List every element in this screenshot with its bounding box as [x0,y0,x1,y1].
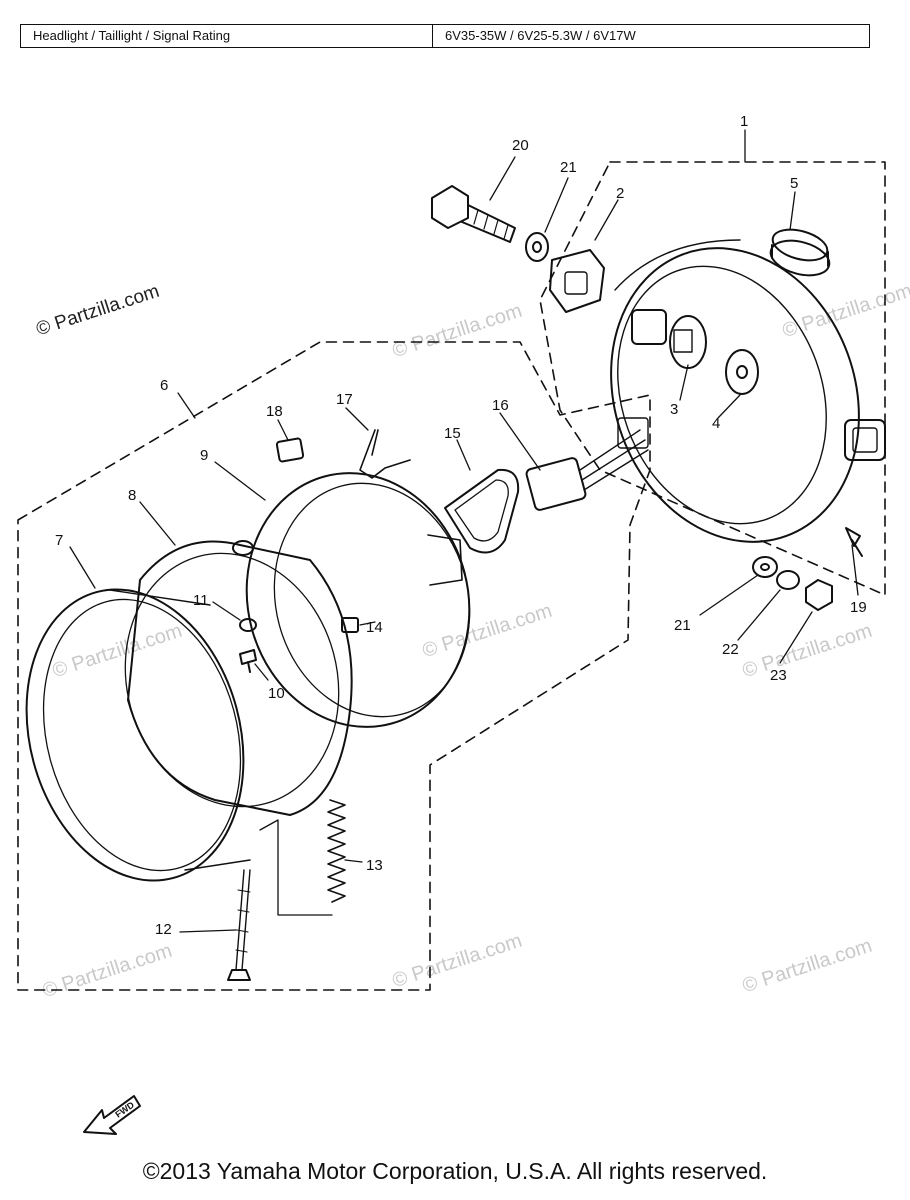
lock-washer-22 [776,570,800,590]
headlight-rim-7 [25,588,251,882]
clip-14 [341,617,359,633]
callout-21-bottom: 21 [674,617,691,634]
spring-clip-17 [359,429,411,479]
callout-2: 2 [616,185,624,202]
callout-17: 17 [336,391,353,408]
plate-18 [275,437,305,463]
callout-14: 14 [366,619,383,636]
callout-3: 3 [670,401,678,418]
callout-8: 8 [128,487,136,504]
spec-label: Headlight / Taillight / Signal Rating [21,25,433,47]
leader-lines [69,129,859,933]
headlight-rim-8 [124,540,353,816]
callout-18: 18 [266,403,283,420]
callout-9: 9 [200,447,208,464]
spring-guide-bracket [259,819,333,916]
callout-16: 16 [492,397,509,414]
callout-13: 13 [366,857,383,874]
callout-5: 5 [790,175,798,192]
callout-23: 23 [770,667,787,684]
callout-labels: 1 2 3 4 5 6 7 8 9 10 11 12 13 14 15 16 1… [55,113,867,938]
nut-23 [805,579,833,611]
callout-6: 6 [160,377,168,394]
callout-15: 15 [444,425,461,442]
copyright-notice: ©2013 Yamaha Motor Corporation, U.S.A. A… [142,1158,768,1184]
bolt-20 [431,185,516,243]
sealed-beam-unit-9 [245,472,471,728]
assembly-6-outline [17,341,651,991]
headlight-exploded-diagram: 1 2 3 4 5 6 7 8 9 10 11 12 13 14 15 16 1… [17,113,886,991]
callout-22: 22 [722,641,739,658]
callout-1: 1 [740,113,748,130]
spring-13 [327,799,346,903]
screw-11 [239,618,257,632]
callout-21-top: 21 [560,159,577,176]
connector-16 [525,417,649,511]
callout-12: 12 [155,921,172,938]
callout-20: 20 [512,137,529,154]
callout-10: 10 [268,685,285,702]
callout-4: 4 [712,415,720,432]
callout-11: 11 [193,592,209,609]
headlight-housing [610,228,886,543]
callout-19: 19 [850,599,867,616]
screw-19 [845,527,863,557]
callout-7: 7 [55,532,63,549]
washer-21 [752,556,778,578]
rubber-cover-15 [444,468,520,554]
collar-4 [725,349,759,395]
screw-12 [227,869,251,981]
collar-3 [669,315,707,369]
spec-table: Headlight / Taillight / Signal Rating 6V… [20,24,870,48]
screw-10 [239,649,257,673]
fwd-arrow-icon: FWD [83,1095,141,1135]
assembly-1-outline [539,161,886,596]
washer-21 [525,232,549,262]
spec-value: 6V35-35W / 6V25-5.3W / 6V17W [445,28,636,43]
damper-2 [549,249,605,313]
